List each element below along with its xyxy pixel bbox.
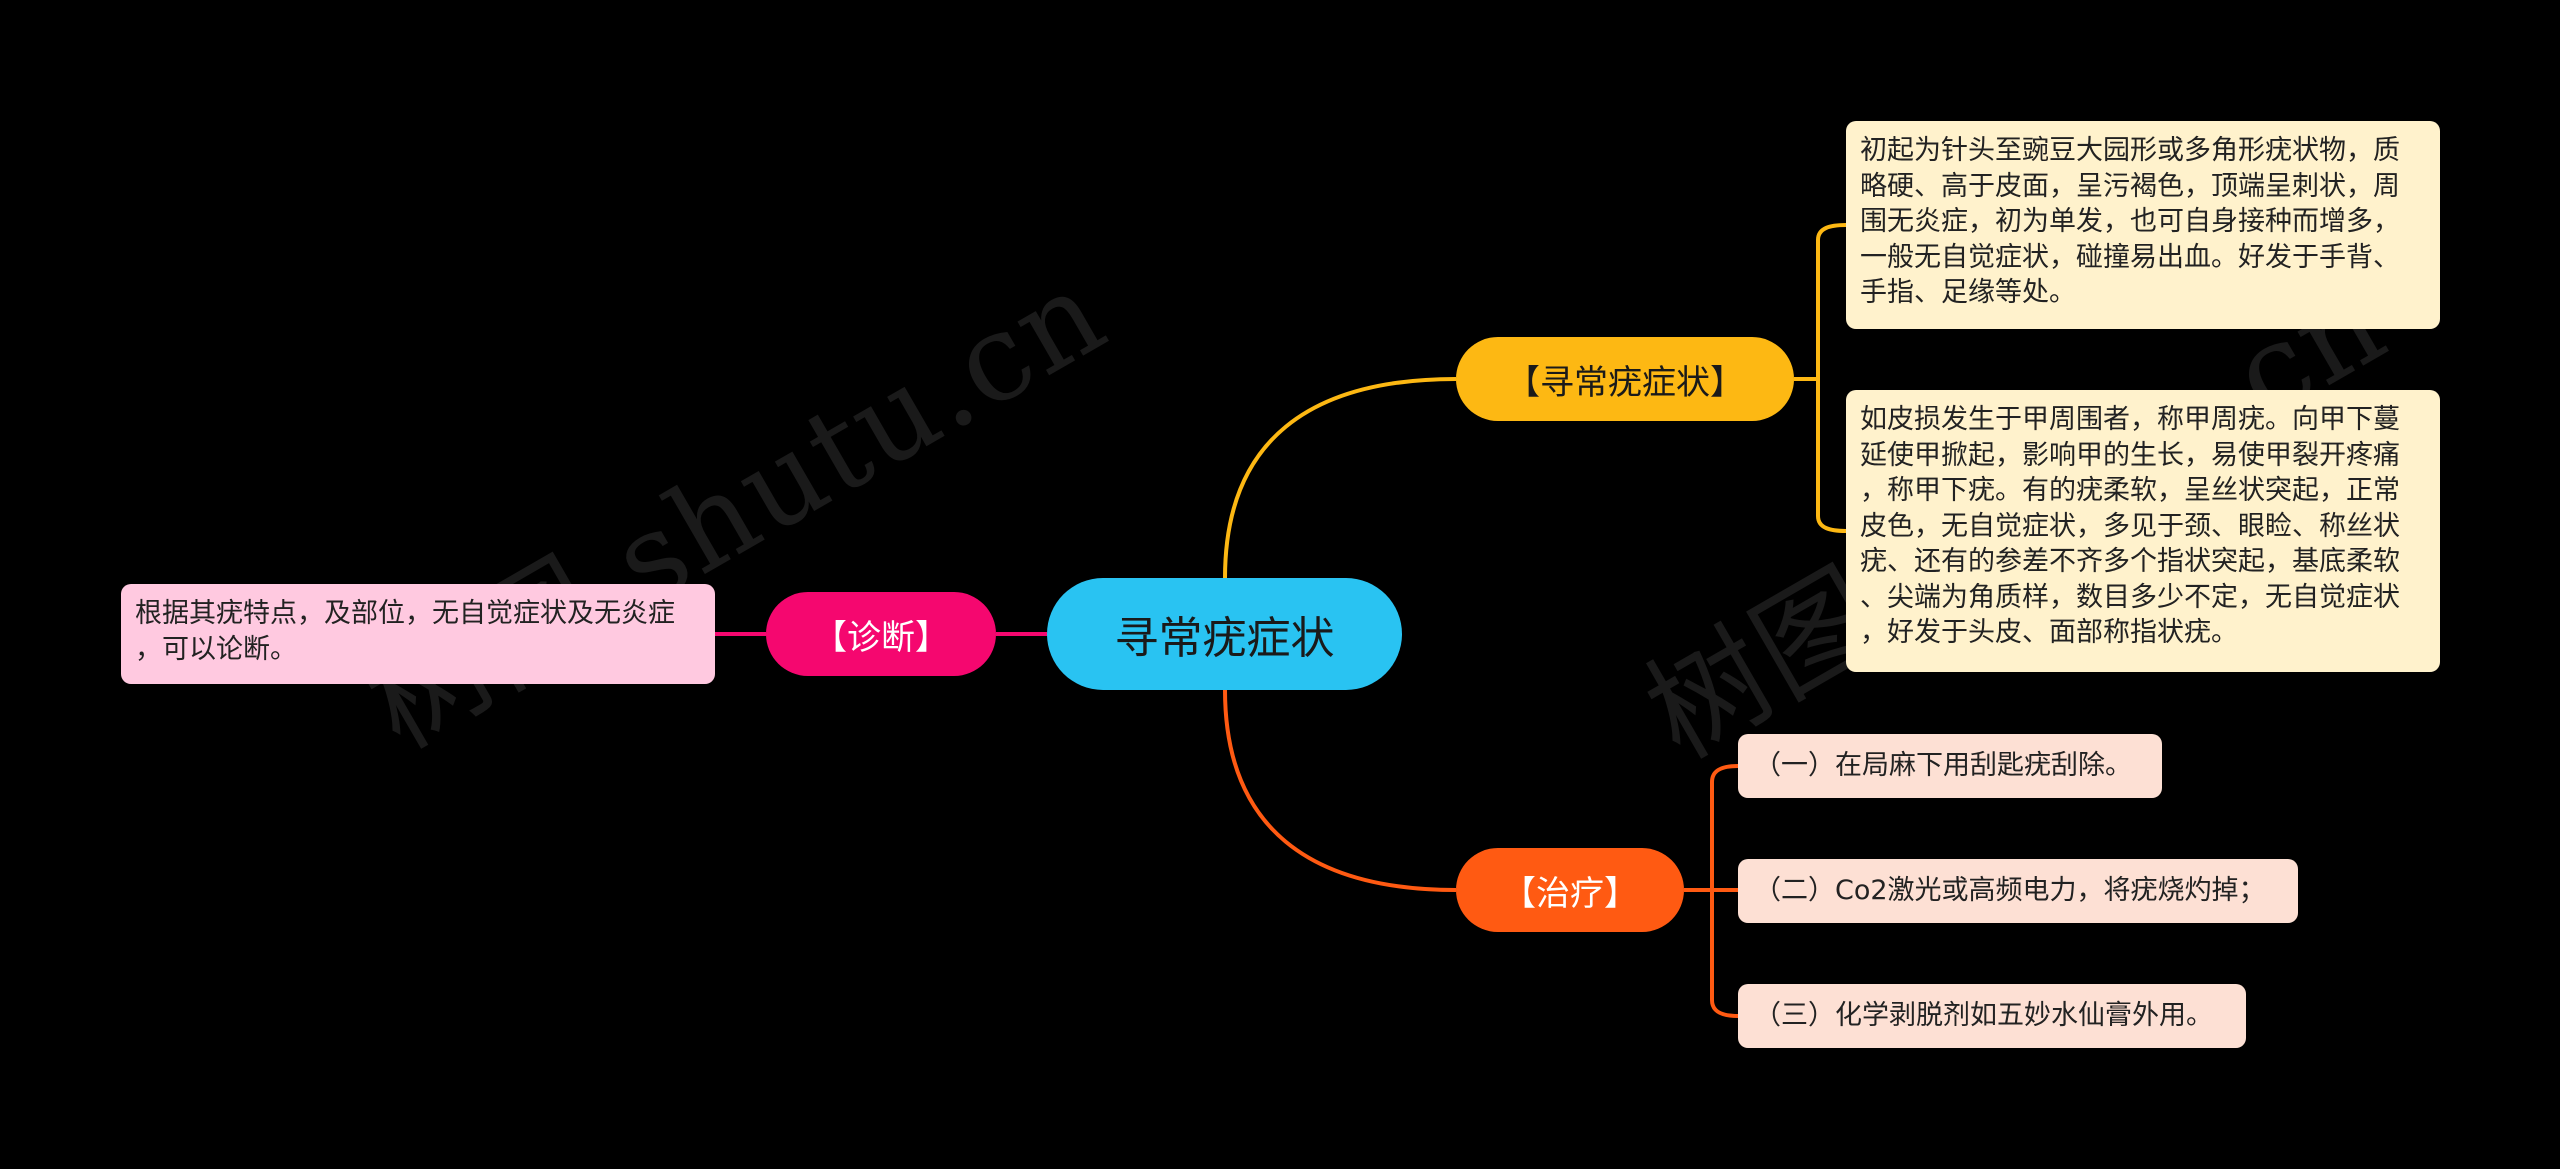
leaf-text-line: 围无炎症，初为单发，也可自身接种而增多， (1860, 206, 2400, 237)
branch-diagnosis[interactable]: 【诊断】 (766, 592, 996, 676)
branch-symptoms-label: 【寻常疣症状】 (1506, 362, 1744, 403)
leaf-text-line: 、尖端为角质样，数目多少不定，无自觉症状 (1860, 581, 2400, 613)
leaf-treatment-3-text: （三）化学剥脱剂如五妙水仙膏外用。 (1754, 1000, 2213, 1032)
leaf-text-line: 延使甲掀起，影响甲的生长，易使甲裂开疼痛 (1860, 439, 2400, 471)
leaf-treatment-1-text: （一）在局麻下用刮匙疣刮除。 (1754, 750, 2132, 782)
branch-diagnosis-label: 【诊断】 (813, 617, 949, 658)
branch-treatment[interactable]: 【治疗】 (1456, 848, 1684, 932)
leaf-diagnosis-line: 根据其疣特点，及部位，无自觉症状及无炎症 (135, 598, 675, 629)
root-label: 寻常疣症状 (1114, 613, 1335, 664)
leaf-text-line: ，称甲下疣。有的疣柔软，呈丝状突起，正常 (1860, 475, 2400, 506)
leaf-diagnosis[interactable]: 根据其疣特点，及部位，无自觉症状及无炎症 ，可以论断。 (121, 584, 715, 684)
leaf-text-line: 如皮损发生于甲周围者，称甲周疣。向甲下蔓 (1860, 404, 2400, 435)
leaf-treatment-2-text: （二）Co2激光或高频电力，将疣烧灼掉； (1754, 875, 2266, 907)
leaf-text-line: 疣、还有的参差不齐多个指状突起，基底柔软 (1860, 546, 2400, 577)
leaf-text-line: 一般无自觉症状，碰撞易出血。好发于手背、 (1860, 241, 2400, 273)
leaf-diagnosis-line: ，可以论断。 (135, 633, 297, 665)
leaf-treatment-1[interactable]: （一）在局麻下用刮匙疣刮除。 (1738, 734, 2162, 798)
leaf-text-line: ，好发于头皮、面部称指状疣。 (1860, 617, 2238, 648)
leaf-symptoms-appearance[interactable]: 初起为针头至豌豆大园形或多角形疣状物，质 略硬、高于皮面，呈污褐色，顶端呈刺状，… (1846, 121, 2440, 329)
link-treatment-bracket (1684, 764, 1739, 1018)
link-root-treatment (1223, 689, 1457, 892)
leaf-symptoms-variants[interactable]: 如皮损发生于甲周围者，称甲周疣。向甲下蔓 延使甲掀起，影响甲的生长，易使甲裂开疼… (1846, 390, 2440, 672)
branch-treatment-label: 【治疗】 (1502, 873, 1638, 914)
leaf-treatment-3[interactable]: （三）化学剥脱剂如五妙水仙膏外用。 (1738, 984, 2246, 1048)
leaf-text-line: 手指、足缘等处。 (1860, 277, 2076, 308)
leaf-text-line: 略硬、高于皮面，呈污褐色，顶端呈刺状，周 (1860, 170, 2400, 202)
leaf-text-line: 初起为针头至豌豆大园形或多角形疣状物，质 (1860, 135, 2400, 166)
link-symptoms-bracket (1794, 223, 1847, 533)
root-node[interactable]: 寻常疣症状 (1047, 578, 1402, 690)
leaf-text-line: 皮色，无自觉症状，多见于颈、眼睑、称丝状 (1860, 510, 2400, 542)
link-root-symptoms (1223, 377, 1457, 579)
leaf-treatment-2[interactable]: （二）Co2激光或高频电力，将疣烧灼掉； (1738, 859, 2298, 923)
branch-symptoms[interactable]: 【寻常疣症状】 (1456, 337, 1794, 421)
